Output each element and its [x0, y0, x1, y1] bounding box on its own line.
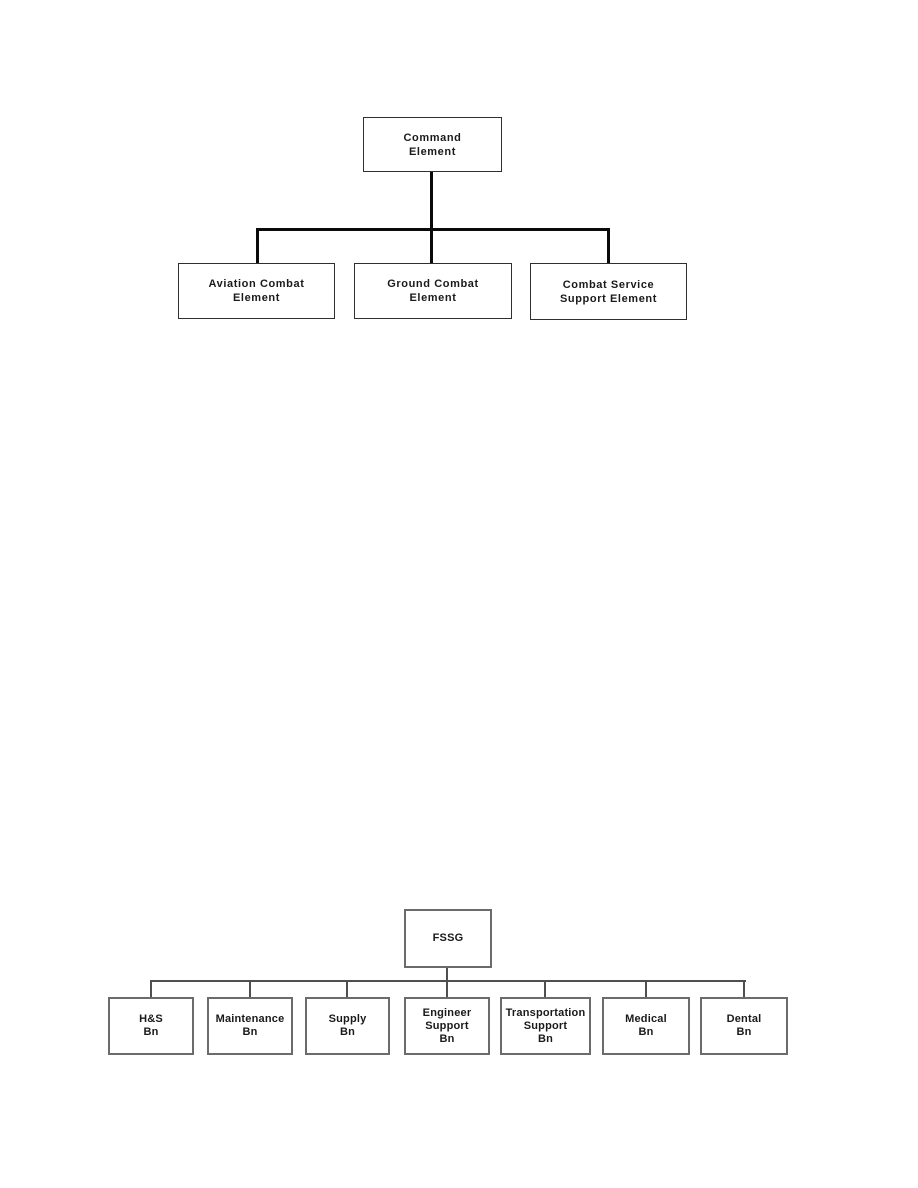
connector-drop-dental-bn: [743, 980, 745, 997]
org-box-aviation-combat-element: Aviation Combat Element: [178, 263, 335, 319]
org-box-supply-bn-label: Supply Bn: [328, 1013, 367, 1038]
org-box-dental-bn: Dental Bn: [700, 997, 788, 1055]
connector-drop-ground: [430, 228, 433, 263]
org-box-engineer-support-bn-label: Engineer Support Bn: [422, 1006, 472, 1045]
connector-drop-transportation-support-bn: [544, 980, 546, 997]
connector-drop-maintenance-bn: [249, 980, 251, 997]
org-box-hs-bn-label: H&S Bn: [139, 1013, 163, 1038]
org-box-supply-bn: Supply Bn: [305, 997, 390, 1055]
org-box-dental-bn-label: Dental Bn: [726, 1013, 762, 1038]
connector-drop-aviation: [256, 228, 259, 263]
org-box-ground-combat-element: Ground Combat Element: [354, 263, 512, 319]
connector-fssg-horizontal: [150, 980, 746, 982]
org-box-hs-bn: H&S Bn: [108, 997, 194, 1055]
connector-drop-engineer-support-bn: [446, 980, 448, 997]
connector-command-vertical: [430, 172, 433, 230]
org-box-transportation-support-bn: Transportation Support Bn: [500, 997, 591, 1055]
org-box-engineer-support-bn: Engineer Support Bn: [404, 997, 490, 1055]
org-box-ground-combat-element-label: Ground Combat Element: [387, 278, 479, 304]
org-box-aviation-combat-element-label: Aviation Combat Element: [208, 278, 305, 304]
org-box-combat-service-support-element-label: Combat Service Support Element: [559, 278, 657, 305]
org-box-fssg-label: FSSG: [432, 932, 464, 944]
org-box-combat-service-support-element: Combat Service Support Element: [530, 263, 687, 320]
org-box-maintenance-bn-label: Maintenance Bn: [215, 1013, 285, 1038]
org-box-medical-bn-label: Medical Bn: [625, 1013, 667, 1038]
org-box-transportation-support-bn-label: Transportation Support Bn: [505, 1006, 586, 1045]
connector-drop-medical-bn: [645, 980, 647, 997]
org-box-medical-bn: Medical Bn: [602, 997, 690, 1055]
connector-drop-hs-bn: [150, 980, 152, 997]
org-box-command-element-label: Command Element: [403, 131, 462, 158]
org-box-fssg: FSSG: [404, 909, 492, 968]
connector-magtf-horizontal: [256, 228, 610, 231]
org-box-maintenance-bn: Maintenance Bn: [207, 997, 293, 1055]
org-box-command-element: Command Element: [363, 117, 502, 172]
connector-fssg-vertical: [446, 968, 448, 982]
connector-drop-combat-service: [607, 228, 610, 263]
connector-drop-supply-bn: [346, 980, 348, 997]
